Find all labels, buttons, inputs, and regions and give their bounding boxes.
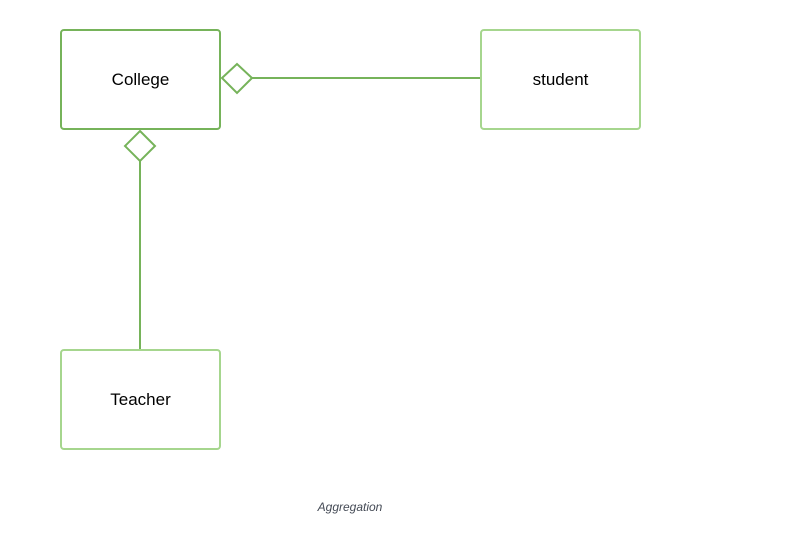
teacher-label: Teacher <box>110 389 171 409</box>
college-label: College <box>111 69 170 89</box>
college-class-box[interactable]: College <box>60 29 221 130</box>
teacher-class-box[interactable]: Teacher <box>60 349 221 450</box>
student-label: student <box>532 69 589 89</box>
student-class-box[interactable]: student <box>480 29 641 130</box>
aggregation-diamond-bottom <box>123 129 157 163</box>
diagram-caption: Aggregation <box>317 500 383 514</box>
aggregation-diamond-right <box>220 62 254 95</box>
